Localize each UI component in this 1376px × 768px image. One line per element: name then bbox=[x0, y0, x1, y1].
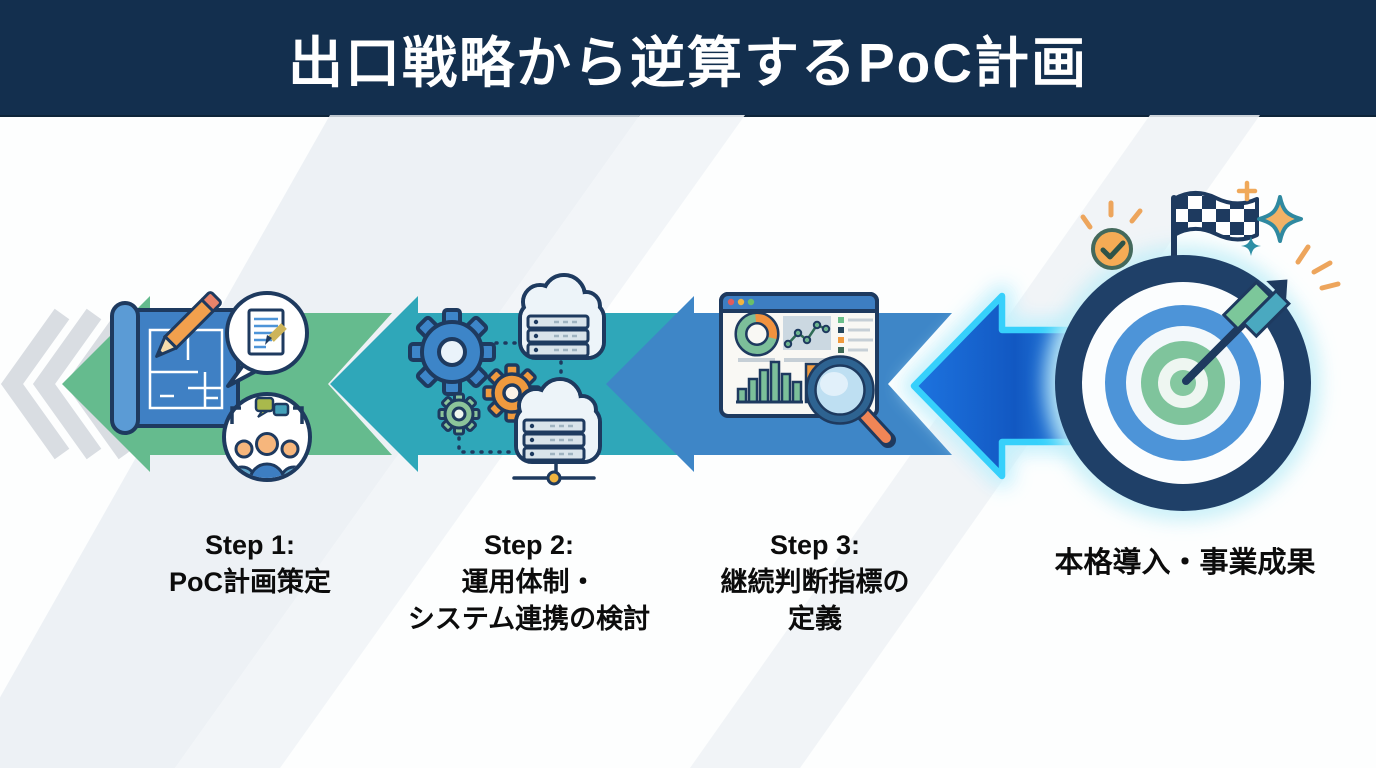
gears-icon bbox=[408, 308, 542, 436]
network-link-icon bbox=[457, 341, 596, 486]
page-title: 出口戦略から逆算するPoC計画 bbox=[287, 31, 1088, 94]
checkered-flag-icon bbox=[1171, 190, 1259, 273]
goal-label: 本格導入・事業成果 bbox=[1054, 547, 1316, 579]
step-3-label: Step 3: 継続判断指標の 定義 bbox=[720, 530, 910, 634]
sparkle-icons bbox=[1236, 180, 1341, 291]
step-2-label: Step 2: 運用体制・ システム連携の検討 bbox=[407, 530, 651, 634]
legend-list-icon bbox=[838, 317, 873, 353]
team-discussion-icon bbox=[222, 392, 312, 482]
blueprint-icon bbox=[110, 301, 240, 435]
step-1-label: Step 1: PoC計画策定 bbox=[169, 530, 331, 597]
dart-icon bbox=[1182, 279, 1291, 385]
magnifier-icon bbox=[805, 355, 896, 448]
pencil-icon bbox=[155, 291, 222, 358]
title-bar: 出口戦略から逆算するPoC計画 bbox=[0, 0, 1376, 117]
check-badge-icon bbox=[1080, 200, 1143, 270]
donut-chart-icon bbox=[734, 311, 780, 357]
line-chart-icon bbox=[783, 316, 831, 350]
document-speech-bubble-icon bbox=[225, 291, 309, 388]
